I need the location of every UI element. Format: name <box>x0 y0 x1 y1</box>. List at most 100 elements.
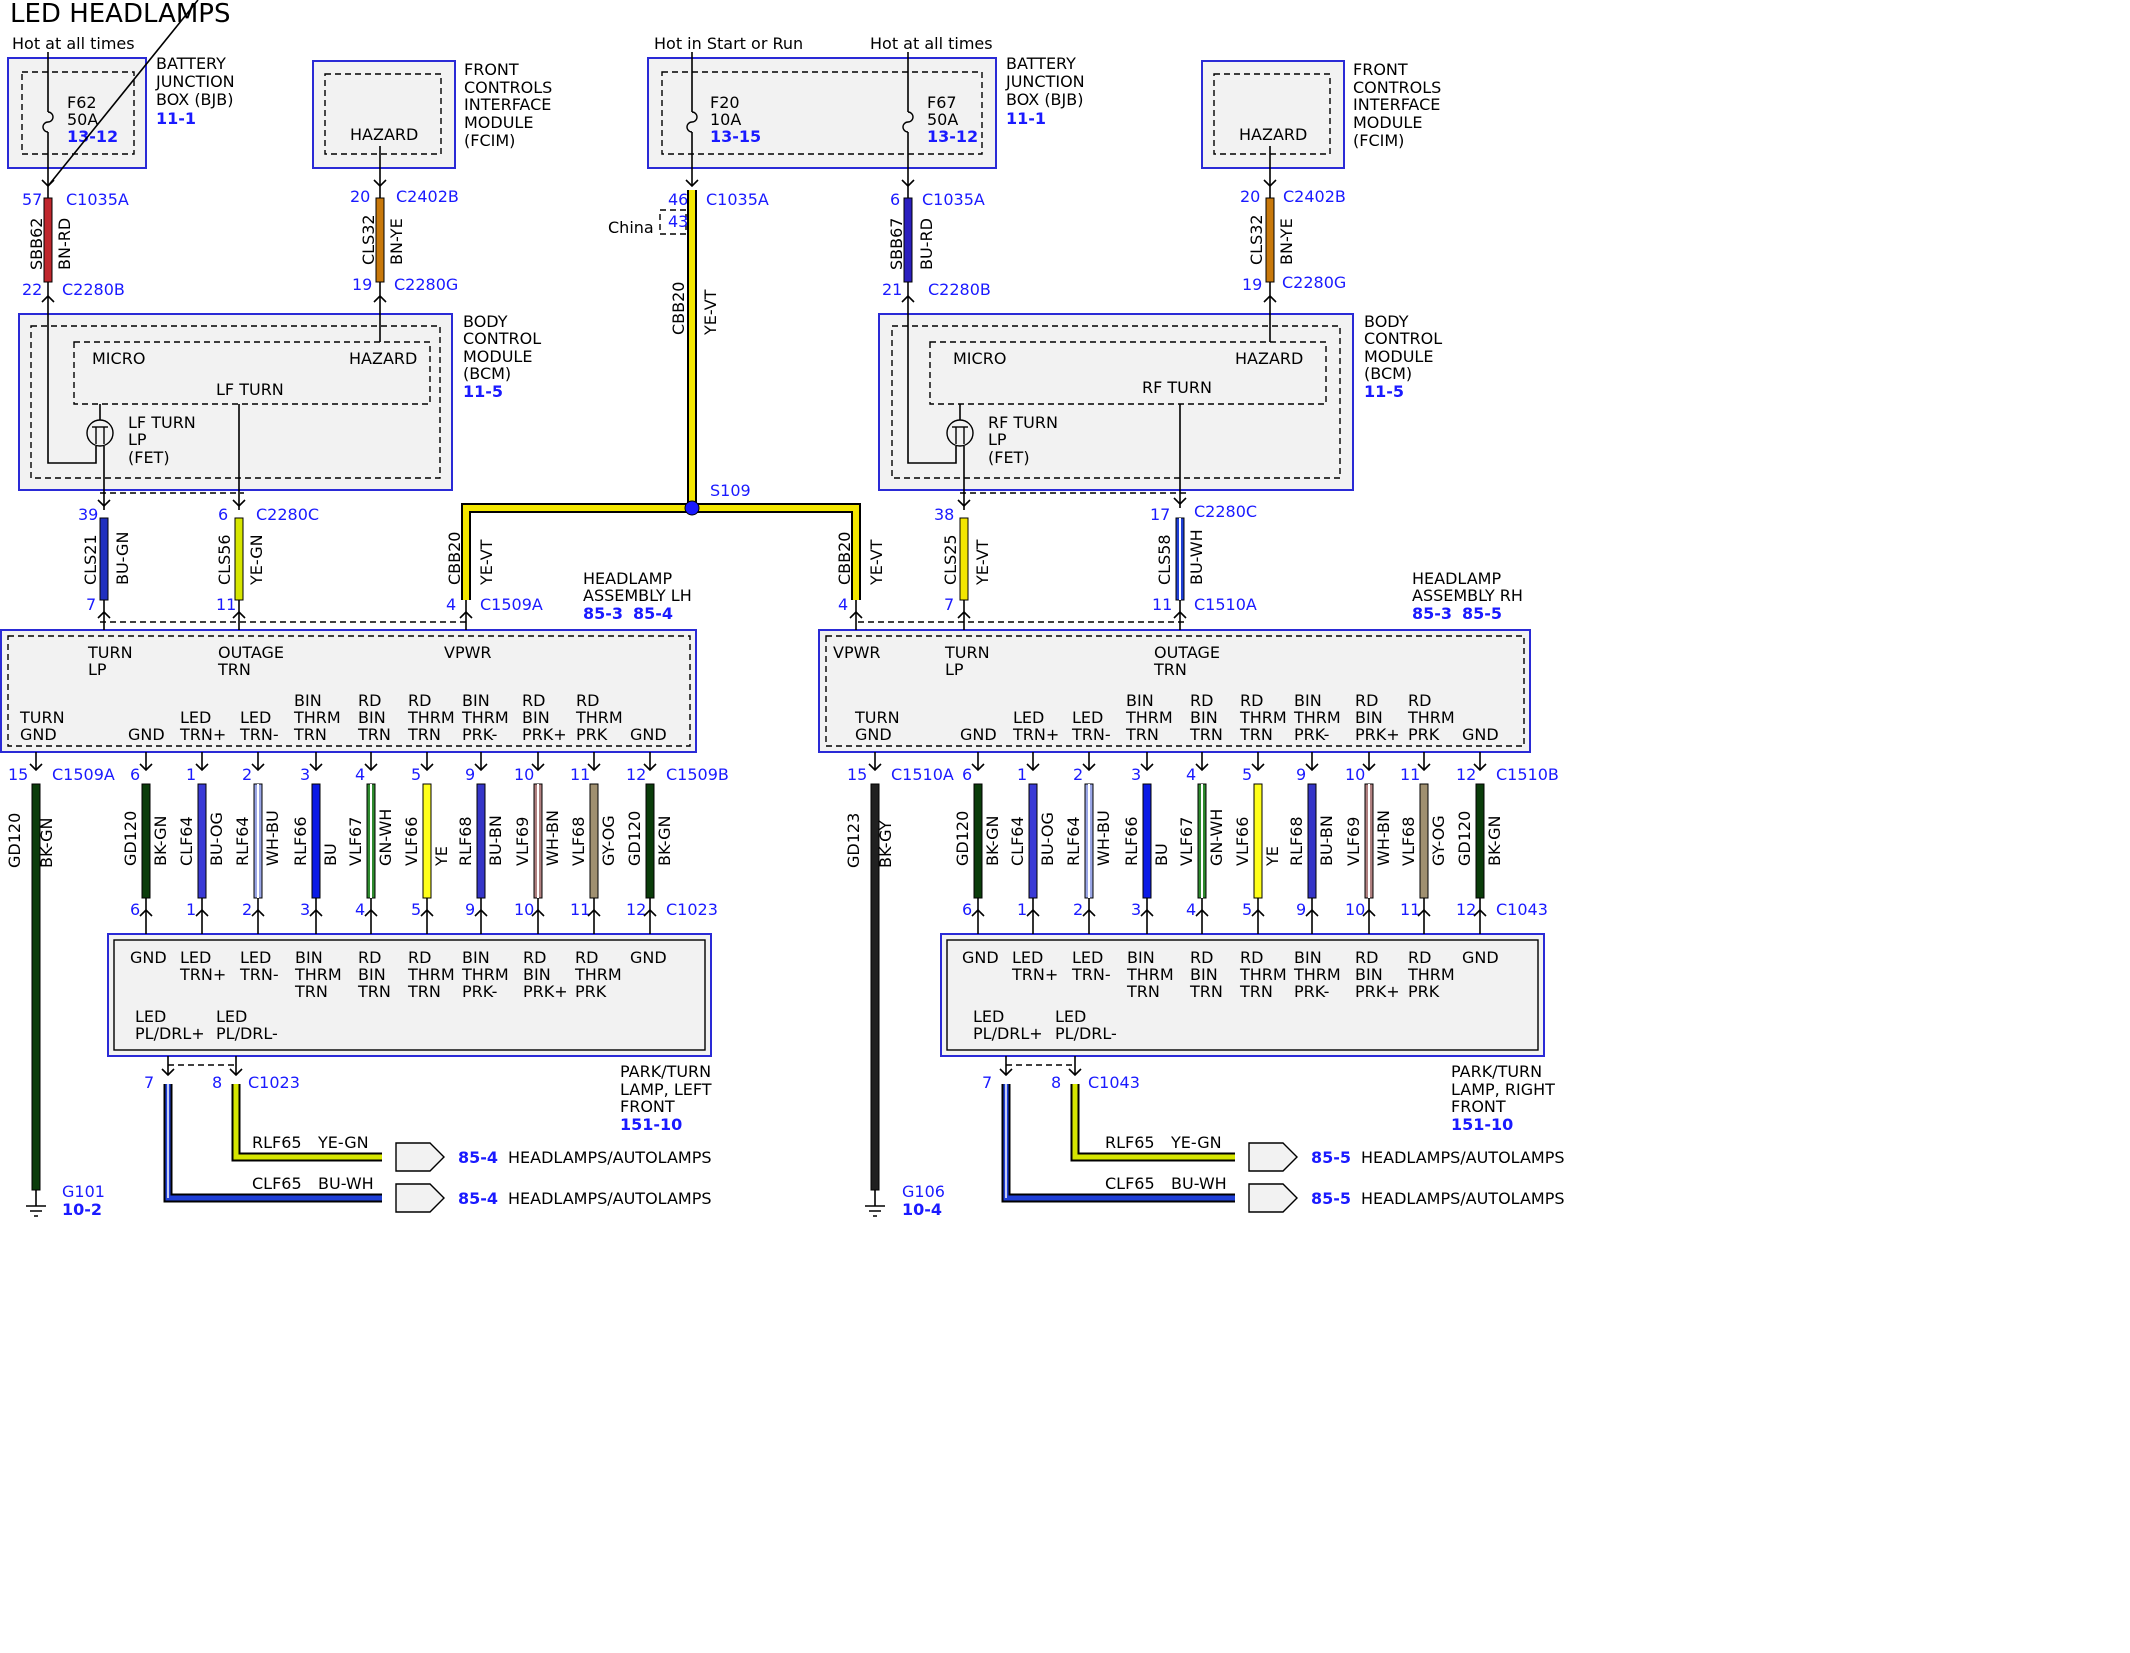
wire-color-ye-gn: YE-GN <box>247 534 266 586</box>
rh-pin-1-line-0: GND <box>960 725 997 744</box>
connector-arrow-icon <box>1263 179 1277 188</box>
bcm-right-module: MICRO HAZARD RF TURN RF TURN LP (FET) BO… <box>878 302 1442 510</box>
wire-gd120 <box>141 783 151 899</box>
wiring-diagram: LED HEADLAMPS Hot at all times Hot in St… <box>0 0 1565 1219</box>
circuit-rlf66: RLF66 <box>291 816 310 866</box>
conn-c2280b: C2280B <box>928 280 991 299</box>
pin-9: 9 <box>1296 900 1306 919</box>
wire-color-wh-bu: WH-BU <box>1094 810 1113 866</box>
fet-left-3: (FET) <box>128 448 170 467</box>
lamp-left-pin-3-line-1: THRM <box>294 965 342 984</box>
fet-left-2: LP <box>128 430 147 449</box>
lh-pin-1-line-0: GND <box>128 725 165 744</box>
pin-6: 6 <box>130 765 140 784</box>
wire-gd120 <box>1475 783 1485 899</box>
pin-8: 8 <box>1051 1073 1061 1092</box>
wire-color-bu-wh: BU-WH <box>318 1174 374 1193</box>
wire-color-bu-wh: BU-WH <box>1171 1174 1227 1193</box>
circuit-vlf69: VLF69 <box>513 817 532 866</box>
ground-g106: G106 <box>902 1182 945 1201</box>
lamp-right-pin-8-line-2: PRK <box>1408 982 1440 1001</box>
lamp-right-pin-5-line-0: RD <box>1240 948 1263 967</box>
circuit-cls56: CLS56 <box>215 534 234 585</box>
lamp-left-pin-5-line-0: RD <box>408 948 431 967</box>
pin-9: 9 <box>465 900 475 919</box>
output-ref-0: 85-4 <box>458 1148 498 1167</box>
bcm-right-ref: 11-5 <box>1364 382 1404 401</box>
lh-pin-8-line-0: RD <box>522 691 545 710</box>
lamp-left-pin-9-line-0: GND <box>630 948 667 967</box>
lamp-left-pin-3-line-2: TRN <box>294 982 328 1001</box>
lamp-right-pin-2-line-0: LED <box>1072 948 1103 967</box>
connector-arrow-icon <box>97 499 111 508</box>
circuit-gd120: GD120 <box>121 811 140 866</box>
fuse-f20-amp: 10A <box>710 110 741 129</box>
splice-dot <box>684 500 700 516</box>
wire-gd123 <box>870 783 880 1191</box>
wire-rlf65 <box>233 1084 382 1160</box>
rh-pin-8-line-2: PRK+ <box>1355 725 1400 744</box>
rh-top-turn-1: TURN <box>944 643 990 662</box>
wire-cls32-right <box>1265 197 1275 283</box>
pin-11: 11 <box>216 595 236 614</box>
lamp-left-pin-4-line-0: RD <box>358 948 381 967</box>
fet-transistor-icon <box>946 419 974 447</box>
fuse-f20-ref: 13-15 <box>710 127 761 146</box>
lamp-right-pin-1-line-0: LED <box>1012 948 1043 967</box>
lamp-right-pin-4-line-2: TRN <box>1189 982 1223 1001</box>
wire-color-bu-og: BU-OG <box>207 812 226 866</box>
connector-arrow-icon <box>309 763 323 772</box>
upper-wire-segments: 57 C1035A SBB62 BN-RD 22 C2280B 20 C2402… <box>22 187 1346 336</box>
lamp-left-pin-8-line-2: PRK <box>575 982 607 1001</box>
headlamp-lh-name-1: HEADLAMP <box>583 569 672 588</box>
lh-pin-7-line-1: THRM <box>461 708 509 727</box>
pin-2: 2 <box>242 900 252 919</box>
pin-11: 11 <box>1400 765 1420 784</box>
fuse-f62-ref: 13-12 <box>67 127 118 146</box>
lh-pin-2-line-0: LED <box>180 708 211 727</box>
headlamp-rh-name-1: HEADLAMP <box>1412 569 1501 588</box>
fet-right-1: RF TURN <box>988 413 1058 432</box>
wire-cls56 <box>234 517 244 601</box>
wire-rlf66 <box>1142 783 1152 899</box>
wire-rlf65 <box>1072 1084 1235 1160</box>
conn-c1023: C1023 <box>248 1073 300 1092</box>
lamp-left-drl-minus-1: LED <box>216 1007 247 1026</box>
fet-right-2: LP <box>988 430 1007 449</box>
bcm-left-lf-turn: LF TURN <box>216 380 284 399</box>
lamp-left-pin-0-line-0: GND <box>130 948 167 967</box>
lamp-left-pin-4-line-1: BIN <box>358 965 386 984</box>
bjb-center-name-3: BOX (BJB) <box>1006 90 1083 109</box>
lh-pin-8-line-2: PRK+ <box>522 725 567 744</box>
page-connector-arrow-icon <box>395 1183 445 1213</box>
connector-arrow-icon <box>161 1068 175 1077</box>
rh-pin-6-line-0: RD <box>1240 691 1263 710</box>
pin-10: 10 <box>514 765 534 784</box>
bcm-right-name-2: CONTROL <box>1364 329 1442 348</box>
wire-clf64 <box>1028 783 1038 899</box>
wire-color-bu-wh: BU-WH <box>1187 529 1206 585</box>
lh-top-outage-2: TRN <box>217 660 251 679</box>
conn-c1510a: C1510A <box>1194 595 1257 614</box>
fcim-right-name-3: INTERFACE <box>1353 95 1440 114</box>
connector-arrow-icon <box>1251 763 1265 772</box>
connector-arrow-icon <box>364 763 378 772</box>
lh-pin-5-line-0: RD <box>358 691 381 710</box>
rh-pin-5-line-0: RD <box>1190 691 1213 710</box>
circuit-cbb20: CBB20 <box>835 532 854 585</box>
lh-pin-4-line-2: TRN <box>293 725 327 744</box>
wire-color-bu-og: BU-OG <box>1038 812 1057 866</box>
circuit-gd120: GD120 <box>5 813 24 868</box>
lh-pin-2-line-1: TRN+ <box>179 725 226 744</box>
lamp-right-pin-4-line-1: BIN <box>1190 965 1218 984</box>
output-label-1: HEADLAMPS/AUTOLAMPS <box>1361 1189 1565 1208</box>
lamp-left-pin-6-line-2: PRK- <box>462 982 497 1001</box>
pin-2: 2 <box>242 765 252 784</box>
wire-color-gy-og: GY-OG <box>599 815 618 866</box>
lh-pin-7-line-2: PRK- <box>462 725 497 744</box>
rh-pin-6-line-2: TRN <box>1239 725 1273 744</box>
bjb-left-name-3: BOX (BJB) <box>156 90 233 109</box>
lamp-right-pin-0-line-0: GND <box>962 948 999 967</box>
lh-top-vpwr: VPWR <box>444 643 492 662</box>
bcm-left-micro: MICRO <box>92 349 145 368</box>
